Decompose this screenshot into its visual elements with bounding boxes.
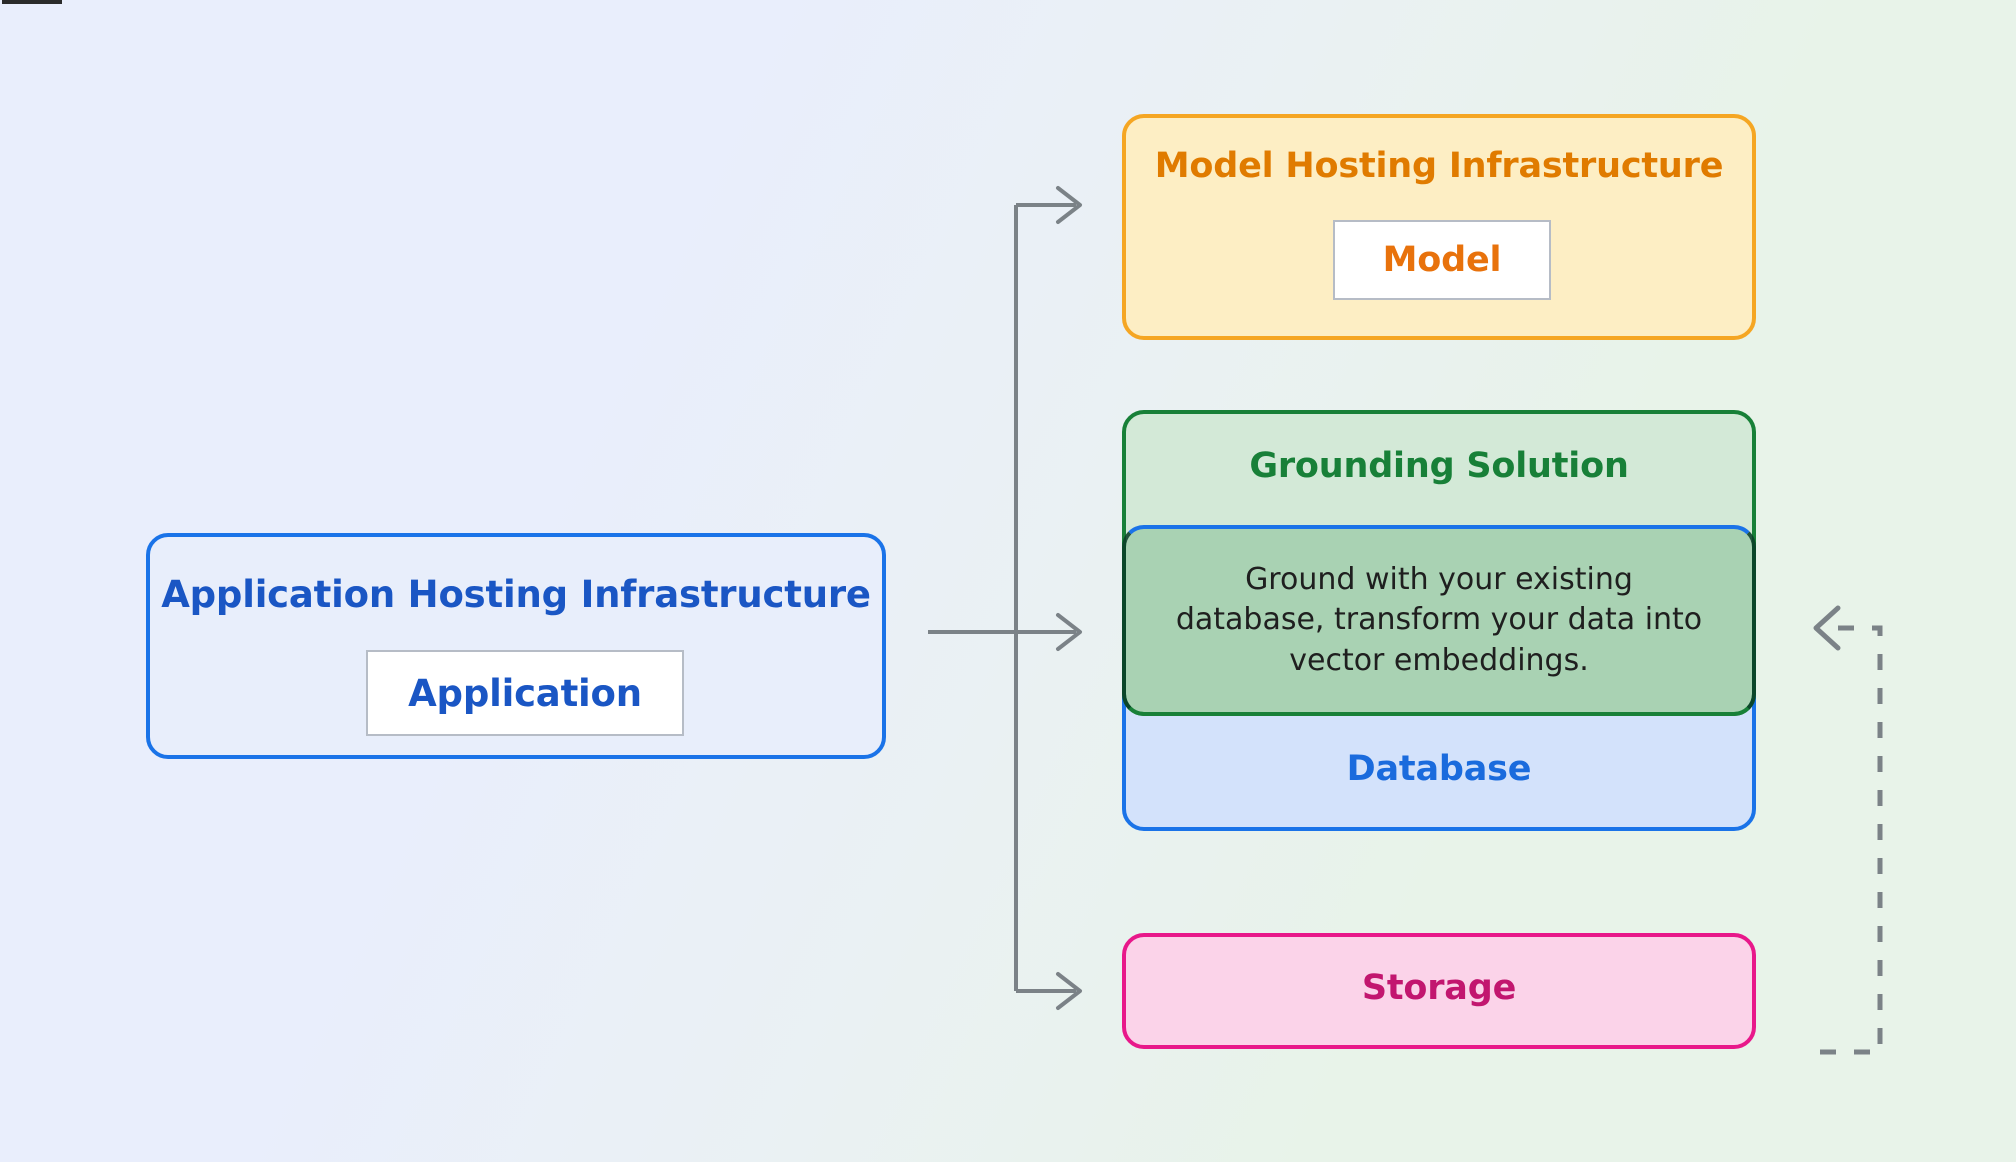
- grounding-solution-title: Grounding Solution: [1249, 446, 1629, 486]
- arrowhead-return-icon: [1813, 605, 1841, 651]
- storage-title: Storage: [1361, 968, 1517, 1008]
- database-title: Database: [1346, 749, 1532, 789]
- model-hosting-title: Model Hosting Infrastructure: [1154, 146, 1724, 186]
- application-chip-label: Application: [408, 671, 642, 715]
- arrowhead-storage-icon: [1056, 972, 1082, 1010]
- model-chip-label: Model: [1382, 240, 1502, 280]
- application-hosting-infrastructure-box[interactable]: Application Hosting Infrastructure Appli…: [146, 533, 886, 759]
- application-hosting-title: Application Hosting Infrastructure: [161, 573, 871, 616]
- model-hosting-infrastructure-box[interactable]: Model Hosting Infrastructure Model: [1122, 114, 1756, 340]
- model-chip[interactable]: Model: [1333, 220, 1551, 300]
- return-connector-path: [1820, 625, 1883, 1055]
- grounding-solution-box[interactable]: Grounding Solution: [1122, 410, 1756, 716]
- grounding-database-overlap-region: Ground with your existing database, tran…: [1122, 525, 1756, 716]
- arrowhead-grounding-icon: [1056, 613, 1082, 651]
- storage-box[interactable]: Storage: [1122, 933, 1756, 1049]
- application-chip[interactable]: Application: [366, 650, 684, 736]
- grounding-solution-description: Ground with your existing database, tran…: [1175, 562, 1703, 678]
- arrowhead-model-icon: [1056, 186, 1082, 224]
- edge-artifact: [2, 0, 62, 4]
